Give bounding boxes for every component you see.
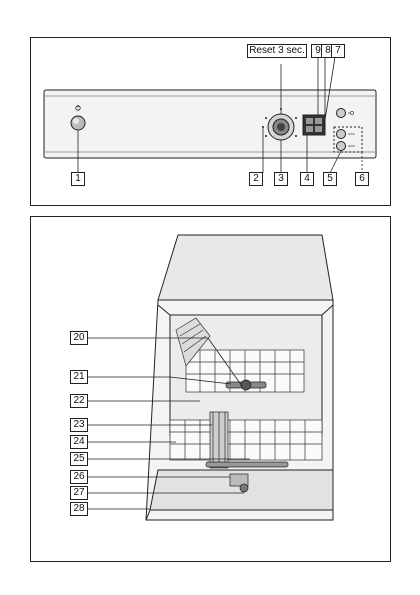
power-button[interactable]	[70, 115, 86, 131]
callout-20: 20	[70, 331, 88, 345]
callout-1: 1	[71, 172, 85, 186]
cup-shelf	[175, 317, 211, 367]
callout-25: 25	[70, 452, 88, 466]
callout-5: 5	[323, 172, 337, 186]
start-button	[336, 108, 346, 118]
option-button-2	[336, 141, 346, 151]
callout-28: 28	[70, 502, 88, 516]
lower-rack	[169, 419, 323, 461]
display-icon	[302, 114, 326, 136]
callout-24: 24	[70, 435, 88, 449]
bottom-leader-lines	[88, 337, 250, 510]
top-leader-lines	[77, 56, 363, 174]
callout-3: 3	[274, 172, 288, 186]
filter-system	[229, 473, 249, 493]
callout-2: 2	[249, 172, 263, 186]
button-symbols	[348, 111, 355, 147]
callout-6: 6	[355, 172, 369, 186]
callout-23: 23	[70, 418, 88, 432]
upper-spray-arm	[225, 379, 267, 391]
option-button-1	[336, 129, 346, 139]
cutlery-basket	[209, 411, 229, 469]
callout-7: 7	[331, 44, 345, 58]
callout-21: 21	[70, 370, 88, 384]
control-panel-face	[43, 89, 377, 159]
callout-4: 4	[300, 172, 314, 186]
program-dial-icon[interactable]	[262, 108, 297, 141]
control-panel	[43, 89, 377, 159]
option-group-bracket	[333, 126, 363, 153]
callout-27: 27	[70, 486, 88, 500]
callout-22: 22	[70, 394, 88, 408]
option-buttons[interactable]	[336, 108, 346, 151]
lower-spray-arm	[205, 461, 289, 468]
callout-26: 26	[70, 470, 88, 484]
reset-label: Reset 3 sec.	[247, 44, 307, 58]
power-icon	[75, 105, 81, 111]
